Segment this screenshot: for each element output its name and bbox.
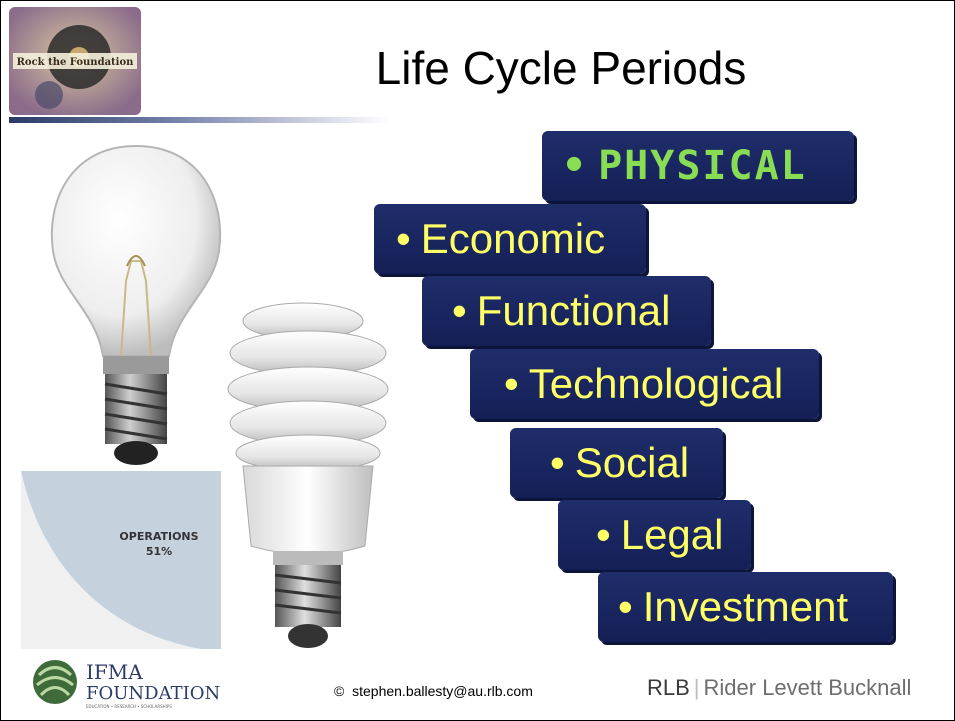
period-investment: • Investment xyxy=(598,572,893,642)
rlb-divider: | xyxy=(693,675,700,700)
period-functional: • Functional xyxy=(422,276,711,346)
pie-label-text: OPERATIONS xyxy=(119,530,199,543)
incandescent-bulb-image xyxy=(41,141,231,471)
copyright-line: © stephen.ballesty@au.rlb.com xyxy=(334,683,533,699)
period-legal: • Legal xyxy=(558,500,751,570)
period-label: Functional xyxy=(476,287,671,334)
operations-pie-fragment xyxy=(21,471,221,649)
bullet: • xyxy=(618,583,633,630)
pie-label: OPERATIONS 51% xyxy=(119,529,199,559)
pie-label-percent: 51% xyxy=(145,545,173,558)
period-technological: • Technological xyxy=(470,349,819,419)
period-label: Investment xyxy=(642,583,849,630)
rlb-abbr: RLB xyxy=(647,675,690,700)
period-label: Technological xyxy=(528,360,784,407)
bullet: • xyxy=(452,287,467,334)
bullet: • xyxy=(596,511,611,558)
ifma-tagline: EDUCATION • RESEARCH • SCHOLARSHIPS xyxy=(86,704,172,709)
rlb-full: Rider Levett Bucknall xyxy=(703,675,912,700)
period-label: Economic xyxy=(420,215,606,262)
copyright-symbol: © xyxy=(334,683,345,699)
rlb-logo: RLB|Rider Levett Bucknall xyxy=(647,675,911,701)
period-label: PHYSICAL xyxy=(598,143,807,189)
period-label: Social xyxy=(574,439,690,486)
period-social: • Social xyxy=(510,428,723,498)
title-divider xyxy=(9,117,389,123)
slide-title: Life Cycle Periods xyxy=(375,42,747,94)
bullet: • xyxy=(396,215,411,262)
rock-the-foundation-logo: Rock the Foundation xyxy=(9,7,141,115)
ifma-sub: FOUNDATION xyxy=(86,683,220,704)
bullet: • xyxy=(504,360,519,407)
copyright-email: stephen.ballesty@au.rlb.com xyxy=(352,683,533,699)
period-label: Legal xyxy=(620,511,724,558)
period-economic: • Economic xyxy=(374,204,646,274)
bullet: • xyxy=(550,439,565,486)
ifma-foundation-logo: IFMA FOUNDATION EDUCATION • RESEARCH • S… xyxy=(31,655,236,710)
cfl-bulb-image xyxy=(223,301,398,656)
ifma-name: IFMA xyxy=(86,660,143,684)
logo-text: Rock the Foundation xyxy=(17,57,135,68)
bullet: • xyxy=(562,143,589,189)
period-physical: • PHYSICAL xyxy=(542,131,854,201)
